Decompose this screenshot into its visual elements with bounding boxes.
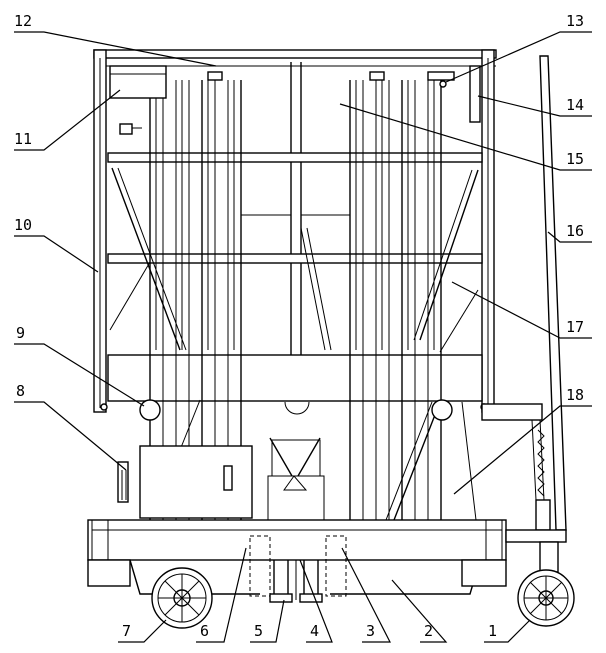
pulleys (139, 399, 453, 421)
callout-17: 17 (566, 318, 584, 336)
callout-6: 6 (200, 622, 209, 640)
top-right-switch (427, 65, 481, 123)
callout-5: 5 (254, 622, 263, 640)
callout-3: 3 (366, 622, 375, 640)
guardrail-frame (93, 49, 497, 413)
front-caster-wheel (517, 569, 575, 627)
callout-15: 15 (566, 150, 584, 168)
callout-13: 13 (566, 12, 584, 30)
callout-14: 14 (566, 96, 584, 114)
chassis (87, 403, 543, 597)
callout-1: 1 (488, 622, 497, 640)
callout-18: 18 (566, 386, 584, 404)
diagonal-braces (109, 167, 479, 521)
callout-9: 9 (16, 324, 25, 342)
callout-16: 16 (566, 222, 584, 240)
callout-2: 2 (424, 622, 433, 640)
rear-wheel (151, 567, 213, 629)
control-box (109, 65, 167, 135)
callout-8: 8 (16, 382, 25, 400)
callout-labels: 12 11 10 9 8 13 14 15 16 17 18 7 6 5 4 3… (14, 12, 584, 640)
power-unit (117, 445, 253, 519)
callout-4: 4 (310, 622, 319, 640)
tow-handle (505, 55, 567, 573)
callout-7: 7 (122, 622, 131, 640)
callout-10: 10 (14, 216, 32, 234)
callout-11: 11 (14, 130, 32, 148)
callout-12: 12 (14, 12, 32, 30)
leader-lines (14, 31, 592, 643)
